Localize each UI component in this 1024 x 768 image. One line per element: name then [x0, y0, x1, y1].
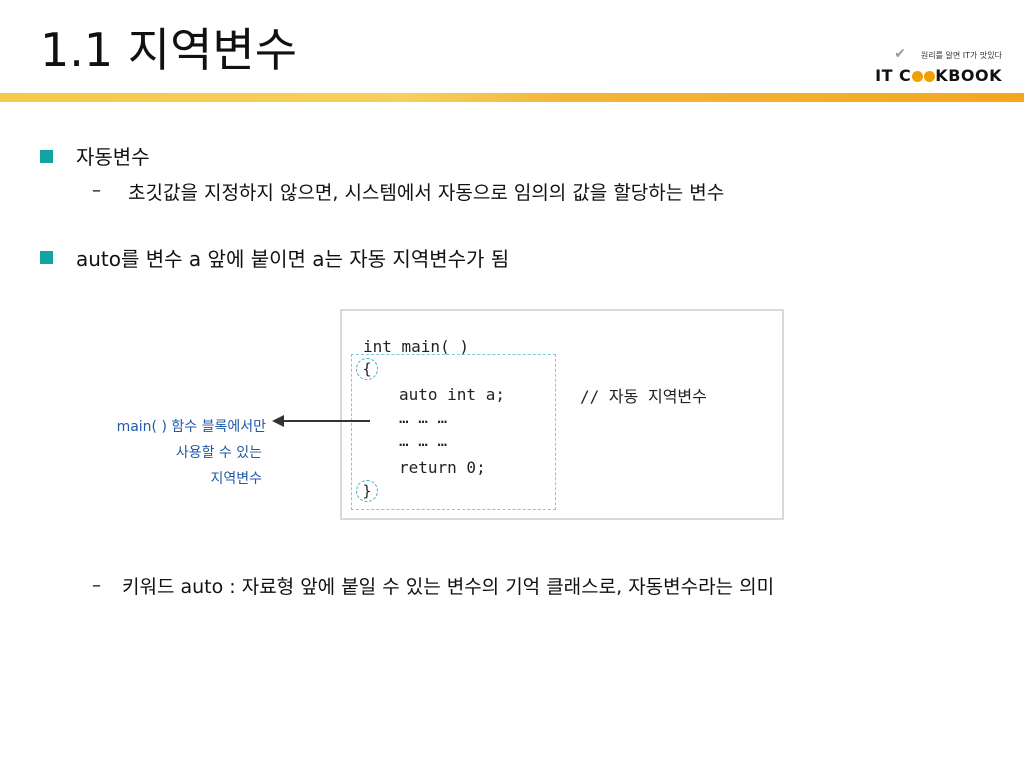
code-line-ellipsis-1: … … …: [399, 408, 448, 427]
code-line-main: int main( ): [363, 337, 469, 356]
sub-bullet-keyword-auto: 키워드 auto : 자료형 앞에 붙일 수 있는 변수의 기억 클래스로, 자…: [122, 576, 775, 598]
checkmark-icon: ✔: [894, 46, 906, 62]
arrow-head-icon: [272, 415, 284, 427]
sub-bullet-definition: 초깃값을 지정하지 않으면, 시스템에서 자동으로 임의의 값을 할당하는 변수: [128, 182, 725, 204]
sub-dash: –: [92, 575, 101, 596]
code-comment: // 자동 지역변수: [580, 387, 707, 406]
annotation-arrow: [282, 420, 370, 422]
annotation-line-1: main( ) 함수 블록에서만: [116, 419, 266, 435]
code-line-ellipsis-2: … … …: [399, 431, 448, 450]
bullet-auto-variable: 자동변수: [76, 145, 150, 169]
close-brace: }: [356, 480, 378, 502]
header-stripe: [0, 93, 1024, 102]
bullet-square-icon: [40, 251, 53, 264]
code-line-auto: auto int a;: [399, 385, 505, 404]
open-brace: {: [356, 358, 378, 380]
bullet-square-icon: [40, 150, 53, 163]
code-figure: [340, 309, 784, 520]
slide-title: 1.1 지역변수: [40, 23, 298, 77]
bullet-auto-keyword: auto를 변수 a 앞에 붙이면 a는 자동 지역변수가 됨: [76, 247, 510, 271]
annotation-line-2: 사용할 수 있는: [175, 445, 262, 461]
logo-tagline: 원리를 알면 IT가 맛있다: [920, 51, 1002, 60]
block-scope-outline: [351, 354, 556, 510]
annotation-line-3: 지역변수: [210, 471, 262, 487]
code-line-return: return 0;: [399, 458, 486, 477]
sub-dash: –: [92, 180, 101, 201]
